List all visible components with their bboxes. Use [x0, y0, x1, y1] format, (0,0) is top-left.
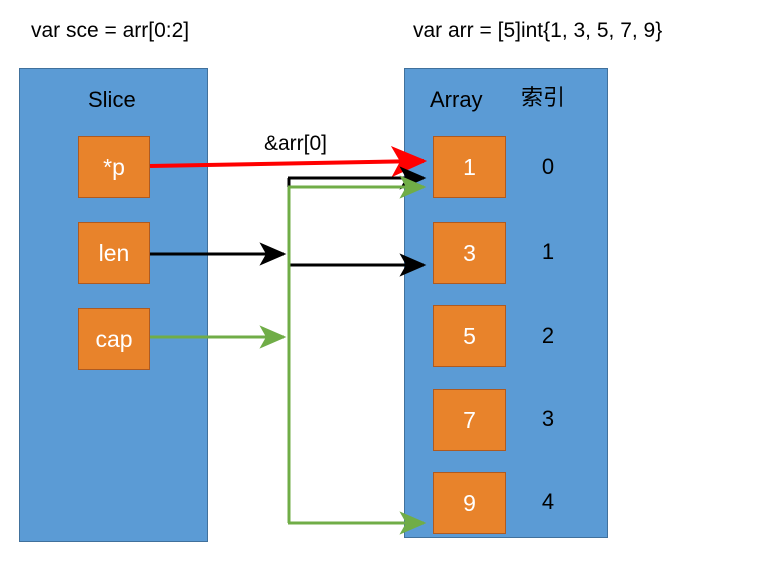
- array-index-2: 2: [541, 323, 555, 348]
- array-cell-2: 5: [433, 305, 506, 367]
- slice-declaration-caption: var sce = arr[0:2]: [31, 19, 190, 42]
- array-index-4: 4: [541, 489, 555, 514]
- array-cell-0: 1: [433, 136, 506, 198]
- slice-panel-title: Slice: [88, 87, 136, 112]
- pointer-target-label: &arr[0]: [264, 132, 328, 155]
- array-cell-4: 9: [433, 472, 506, 534]
- array-cell-3: 7: [433, 389, 506, 451]
- slice-field-capacity: cap: [78, 308, 150, 370]
- array-declaration-caption: var arr = [5]int{1, 3, 5, 7, 9}: [413, 19, 663, 42]
- slice-field-pointer: *p: [78, 136, 150, 198]
- pointer-arrow: [149, 146, 428, 178]
- array-index-0: 0: [541, 154, 555, 179]
- array-index-3: 3: [541, 406, 555, 431]
- array-index-1: 1: [541, 239, 555, 264]
- array-cell-1: 3: [433, 222, 506, 284]
- index-column-title: 索引: [521, 85, 566, 110]
- slice-field-length: len: [78, 222, 150, 284]
- array-panel-title: Array: [430, 87, 483, 112]
